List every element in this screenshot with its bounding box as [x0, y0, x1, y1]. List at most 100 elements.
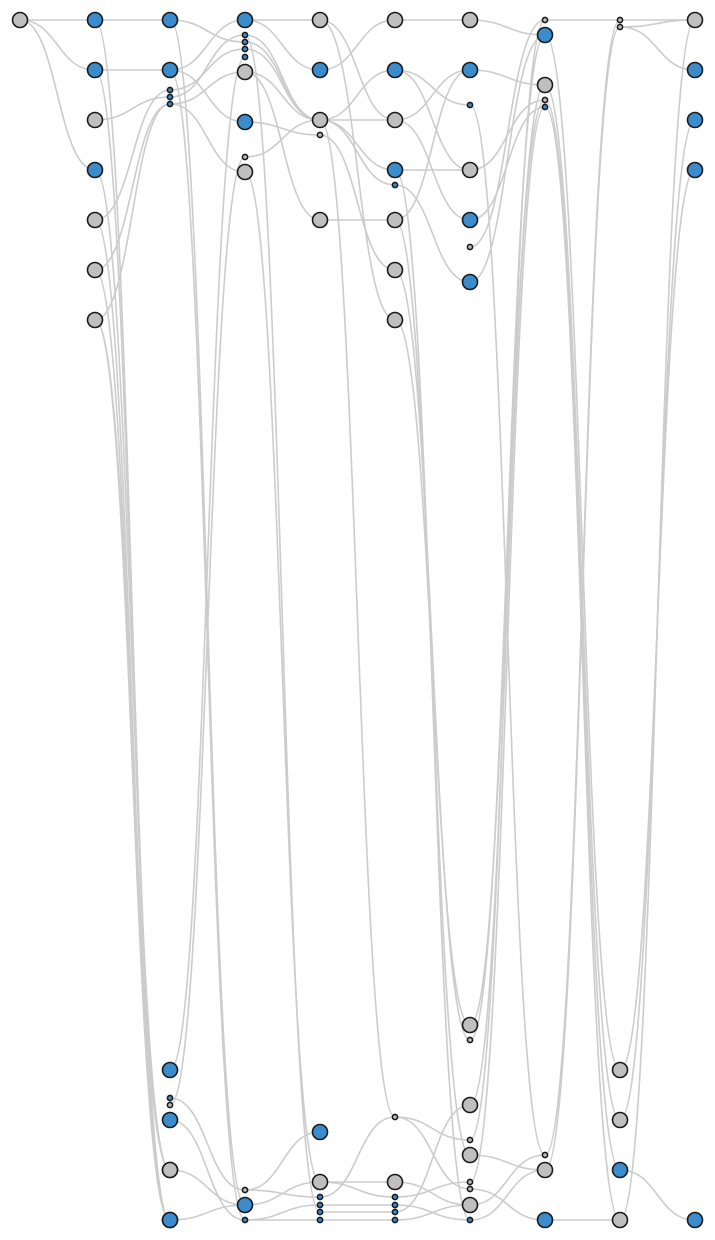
node-e4	[311, 211, 329, 229]
node-f11	[391, 1201, 399, 1209]
node-f9	[386, 1173, 404, 1191]
node-c6	[166, 1094, 174, 1102]
edge-c5-d4	[169, 56, 246, 1071]
edge-c0-d2	[169, 19, 246, 43]
node-d2	[241, 38, 249, 46]
node-d4	[241, 53, 249, 61]
node-d6	[236, 113, 254, 131]
node-g0	[461, 11, 479, 29]
node-g5	[466, 243, 474, 251]
edge-g10-h0	[469, 19, 546, 1141]
edge-f4-g6	[394, 184, 471, 283]
edge-e1-f0	[319, 19, 396, 71]
node-g11	[461, 1146, 479, 1164]
edge-f13-g14	[394, 1204, 471, 1221]
node-d10	[236, 1196, 254, 1214]
node-j0	[686, 11, 704, 29]
edge-b0-c10	[94, 19, 171, 1221]
node-c2	[166, 86, 174, 94]
edge-b1-c12	[94, 69, 171, 1221]
edge-c2-d3	[169, 48, 246, 91]
node-f1	[386, 61, 404, 79]
edge-d8-e6	[244, 171, 321, 1183]
node-g14	[461, 1196, 479, 1214]
edge-c6-d9	[169, 1097, 246, 1191]
edge-g11-h6	[469, 1154, 546, 1171]
node-j4	[686, 1211, 704, 1229]
edge-f10-g12	[394, 1181, 471, 1198]
node-a0	[11, 11, 29, 29]
edge-b6-c12	[94, 319, 171, 1221]
edge-c11-d10	[169, 1169, 246, 1206]
edge-d6-e3	[244, 121, 321, 136]
node-f4	[391, 181, 399, 189]
edge-f9-g14	[394, 1181, 471, 1206]
edge-c4-d8	[169, 103, 246, 173]
edge-e2-f3	[319, 119, 396, 171]
node-h3	[541, 96, 549, 104]
node-b1	[86, 61, 104, 79]
node-f13	[391, 1216, 399, 1224]
node-e9	[316, 1208, 324, 1216]
node-e8	[316, 1201, 324, 1209]
node-g4	[461, 211, 479, 229]
edge-c10-d10	[169, 1204, 246, 1221]
node-c7	[166, 1101, 174, 1109]
node-f7	[386, 311, 404, 329]
edge-b5-c4	[94, 103, 171, 271]
node-h2	[536, 76, 554, 94]
edge-h6-i1	[544, 26, 621, 1171]
node-layer	[11, 11, 704, 1229]
edge-b4-c2	[94, 89, 171, 221]
edge-g12-h4	[469, 106, 546, 1183]
edge-g8-h1	[469, 34, 546, 1041]
edge-h1-i2	[544, 34, 621, 1071]
edge-e2-f4	[319, 119, 396, 186]
node-b3	[86, 161, 104, 179]
edge-layer	[19, 19, 696, 1221]
node-i1	[616, 23, 624, 31]
edge-e6-f10	[319, 1181, 396, 1198]
node-b6	[86, 311, 104, 329]
edge-g6-h1	[469, 34, 546, 283]
node-b2	[86, 111, 104, 129]
edge-c3-d1	[169, 34, 246, 98]
edge-g0-h1	[469, 19, 546, 36]
edge-f7-g7	[394, 319, 471, 1026]
node-f0	[386, 11, 404, 29]
edge-c1-d6	[169, 69, 246, 123]
node-f5	[386, 211, 404, 229]
node-j1	[686, 61, 704, 79]
node-h5	[541, 1151, 549, 1159]
node-e3	[316, 131, 324, 139]
edge-e3-f6	[319, 134, 396, 271]
edge-g5-h0	[469, 19, 546, 248]
edge-f5-g11	[394, 219, 471, 1156]
node-f2	[386, 111, 404, 129]
node-g3	[461, 161, 479, 179]
edge-c4-d5	[169, 71, 246, 105]
edge-e0-f7	[319, 19, 396, 321]
edge-e0-f2	[319, 19, 396, 121]
node-g1	[461, 61, 479, 79]
node-b4	[86, 211, 104, 229]
edge-g14-h5	[469, 1154, 546, 1206]
edge-g13-h7	[469, 1188, 546, 1221]
node-d9	[241, 1186, 249, 1194]
node-f6	[386, 261, 404, 279]
node-f10	[391, 1193, 399, 1201]
node-e7	[316, 1193, 324, 1201]
edge-f12-g9	[394, 1104, 471, 1213]
node-i2	[611, 1061, 629, 1079]
node-g10	[466, 1136, 474, 1144]
node-c1	[161, 61, 179, 79]
node-f3	[386, 161, 404, 179]
node-h4	[541, 103, 549, 111]
node-d11	[241, 1216, 249, 1224]
node-d5	[236, 63, 254, 81]
edge-f1-g3	[394, 69, 471, 171]
edge-c8-d11	[169, 1119, 246, 1221]
edge-d0-e1	[244, 19, 321, 71]
edge-f6-g8	[394, 269, 471, 1041]
edge-d3-e2	[244, 48, 321, 121]
